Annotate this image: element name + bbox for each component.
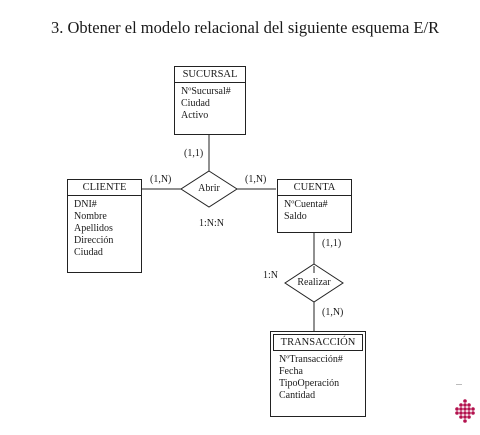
attribute: Cantidad [279, 390, 316, 401]
cardinality-sucursal-abrir: (1,1) [184, 148, 204, 159]
entity-cuenta-name: CUENTA [278, 180, 351, 196]
attribute: NºTransacción# [279, 354, 343, 365]
attribute: Fecha [279, 366, 303, 377]
attribute: Dirección [74, 235, 114, 246]
relationship-realizar-label: Realizar [297, 277, 331, 288]
relationship-abrir-label: Abrir [198, 183, 220, 194]
exercise-title: 3. Obtener el modelo relacional del sigu… [51, 18, 440, 37]
entity-transaccion-name: TRANSACCIÓN [273, 334, 363, 351]
relationship-realizar-diamond [284, 263, 344, 303]
entity-cuenta: CUENTA NºCuenta# Saldo [277, 179, 352, 233]
decorative-dash [456, 384, 462, 385]
cardinality-transaccion-realizar: (1,N) [322, 307, 344, 318]
relationship-realizar-type: 1:N [263, 270, 278, 281]
attribute: NºSucursal# [181, 86, 231, 97]
attribute: NºCuenta# [284, 199, 328, 210]
entity-cuenta-attributes: NºCuenta# Saldo [278, 196, 351, 226]
entity-cliente-name: CLIENTE [68, 180, 141, 196]
institution-logo-icon [455, 399, 475, 423]
cardinality-cliente-abrir: (1,N) [150, 174, 172, 185]
attribute: Activo [181, 110, 209, 121]
attribute: Saldo [284, 211, 307, 222]
attribute: Apellidos [74, 223, 113, 234]
relationship-abrir-diamond [180, 170, 238, 208]
entity-cliente: CLIENTE DNI# Nombre Apellidos Dirección … [67, 179, 142, 273]
entity-sucursal: SUCURSAL NºSucursal# Ciudad Activo [174, 66, 246, 135]
entity-sucursal-name: SUCURSAL [175, 67, 245, 83]
attribute: TipoOperación [279, 378, 340, 389]
attribute: Ciudad [181, 98, 210, 109]
cardinality-cuenta-realizar: (1,1) [322, 238, 342, 249]
attribute: DNI# [74, 199, 97, 210]
relationship-abrir-type: 1:N:N [199, 218, 224, 229]
cardinality-cuenta-abrir: (1,N) [245, 174, 267, 185]
entity-sucursal-attributes: NºSucursal# Ciudad Activo [175, 83, 245, 125]
entity-transaccion: TRANSACCIÓN NºTransacción# Fecha TipoOpe… [270, 331, 366, 417]
attribute: Ciudad [74, 247, 103, 258]
attribute: Nombre [74, 211, 107, 222]
entity-cliente-attributes: DNI# Nombre Apellidos Dirección Ciudad [68, 196, 141, 262]
entity-transaccion-attributes: NºTransacción# Fecha TipoOperación Canti… [273, 351, 363, 405]
